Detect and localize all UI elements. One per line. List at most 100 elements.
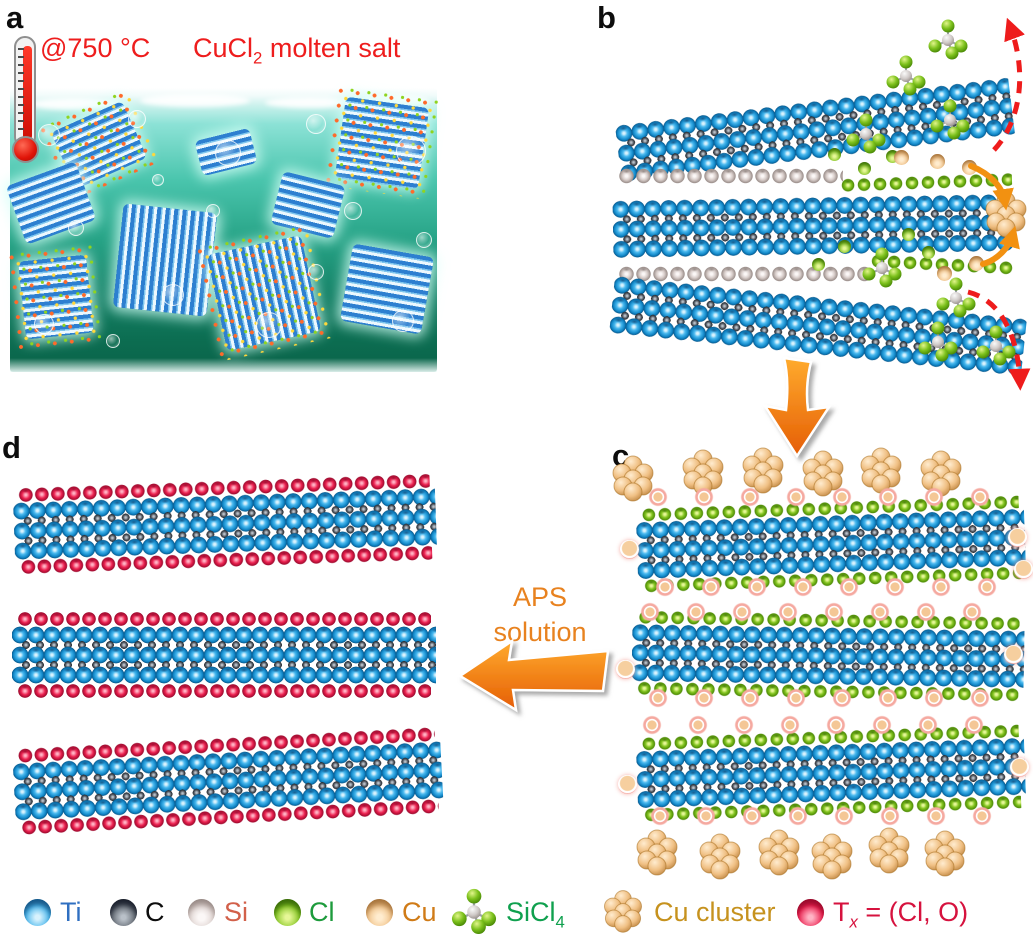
cu-cluster — [758, 829, 800, 876]
legend-cu-cluster-text: Cu cluster — [654, 897, 776, 927]
legend-cl-text: Cl — [309, 897, 335, 927]
molten-salt-bath-illustration — [5, 88, 437, 372]
legend-tx-sphere — [797, 899, 824, 926]
cu-atom — [937, 266, 952, 281]
aps-line1: APS — [512, 582, 568, 612]
salt-text: molten salt — [262, 33, 401, 63]
legend-cu-sphere — [366, 899, 393, 926]
sicl4-molecule — [845, 112, 887, 155]
bubble — [162, 284, 184, 306]
salt-subscript: 2 — [253, 48, 263, 68]
cl-atom — [838, 240, 851, 253]
adsorbed-cu-atom — [616, 660, 635, 679]
bubble — [128, 110, 146, 128]
adsorbed-cu-atoms — [640, 602, 1000, 622]
adsorbed-cu-atom — [1010, 758, 1029, 777]
adsorbed-cu-atoms — [650, 806, 1010, 826]
legend-cl-sphere — [274, 899, 301, 926]
mxene-slab-tx-terminated — [12, 721, 445, 841]
legend-c-sphere — [110, 899, 137, 926]
legend-cl-label: Cl — [309, 896, 335, 937]
cl-atom — [922, 246, 935, 259]
adsorbed-cu-atom — [1004, 645, 1023, 664]
bubble — [215, 140, 241, 166]
panel-label-d: d — [2, 430, 21, 465]
cu-cluster — [636, 829, 678, 876]
legend-tx-post: = (Cl, O) — [857, 897, 969, 927]
legend-sicl4-label: SiCl4 — [506, 896, 565, 937]
legend-tx-label: Tx = (Cl, O) — [833, 896, 968, 937]
atom-row-ti — [12, 646, 436, 664]
legend-si-label: Si — [224, 896, 248, 937]
atom-row-c — [19, 661, 436, 669]
adsorbed-cu-atoms — [648, 487, 1008, 507]
adsorbed-cu-atom — [1008, 528, 1027, 547]
bubble — [34, 314, 54, 334]
thermometer-icon — [12, 36, 42, 172]
adsorbed-cu-atom — [1014, 560, 1033, 579]
bubble — [68, 220, 84, 236]
aps-solution-annotation: APS solution — [462, 580, 618, 650]
atom-row-ti — [12, 666, 436, 684]
legend-tx-text: T — [833, 897, 850, 927]
panel-label-a: a — [6, 0, 24, 35]
sicl4-molecule — [885, 54, 927, 97]
cl-atom — [858, 162, 871, 175]
molten-salt-annotation: CuCl2 molten salt — [193, 33, 401, 68]
sicl4-molecule — [927, 18, 969, 61]
legend-ti-label: Ti — [60, 896, 82, 937]
legend-cu-text: Cu — [402, 897, 437, 927]
cu-cluster — [811, 833, 853, 880]
bubble — [206, 204, 220, 218]
legend-cu-cluster-label: Cu cluster — [654, 896, 776, 937]
bubble — [106, 334, 120, 348]
cu-cluster — [924, 830, 966, 877]
cu-atom — [894, 150, 909, 165]
orange-curved-arrow — [980, 225, 1020, 267]
bubble — [256, 312, 282, 338]
legend-si-text: Si — [224, 897, 249, 927]
orange-curved-arrow — [968, 163, 1014, 211]
bubble — [38, 124, 60, 146]
sicl4-molecule — [917, 320, 959, 363]
legend-cu-cluster-icon — [604, 890, 642, 933]
si-interlayer-row — [618, 266, 873, 282]
red-dashed-arrow-down — [967, 289, 1031, 391]
legend-sicl4-icon — [450, 887, 498, 936]
sicl4-molecule — [861, 246, 903, 289]
bubble — [344, 202, 362, 220]
mxene-slab-tx-terminated — [12, 469, 437, 580]
legend-si-sphere — [188, 899, 215, 926]
temperature-annotation: @750 °C — [40, 33, 151, 63]
bubble — [306, 114, 326, 134]
adsorbed-cu-atoms — [642, 715, 1002, 735]
salt-formula: CuCl — [193, 33, 254, 63]
mxene-slab-tx-terminated — [12, 612, 436, 698]
down-arrow — [762, 356, 832, 459]
legend-c-label: C — [145, 896, 165, 937]
cu-cluster — [699, 833, 741, 880]
legend-cu-label: Cu — [402, 896, 437, 937]
foam — [265, 97, 355, 108]
bubble — [396, 136, 426, 166]
legend-ti-sphere — [24, 899, 51, 926]
cu-cluster — [868, 827, 910, 874]
cl-atom — [812, 258, 825, 271]
legend-sicl4-sub: 4 — [555, 912, 565, 932]
left-arrow — [457, 638, 610, 713]
max-phase-slab — [612, 185, 1014, 268]
foam — [140, 94, 250, 107]
mxene-flake — [18, 254, 94, 340]
legend-ti-text: Ti — [60, 897, 82, 927]
legend-c-text: C — [145, 897, 165, 927]
atom-row-ti — [12, 626, 436, 644]
adsorbed-cu-atoms — [655, 577, 1015, 597]
legend-sicl4-text: SiCl — [506, 897, 556, 927]
atom-row-c — [19, 641, 436, 649]
bubble — [152, 174, 164, 186]
atom-row-tx — [17, 612, 431, 626]
thermometer-mercury — [22, 46, 32, 140]
red-dashed-arrow-up — [992, 17, 1025, 152]
adsorbed-cu-atom — [618, 775, 637, 794]
mxene-flake — [339, 243, 435, 335]
